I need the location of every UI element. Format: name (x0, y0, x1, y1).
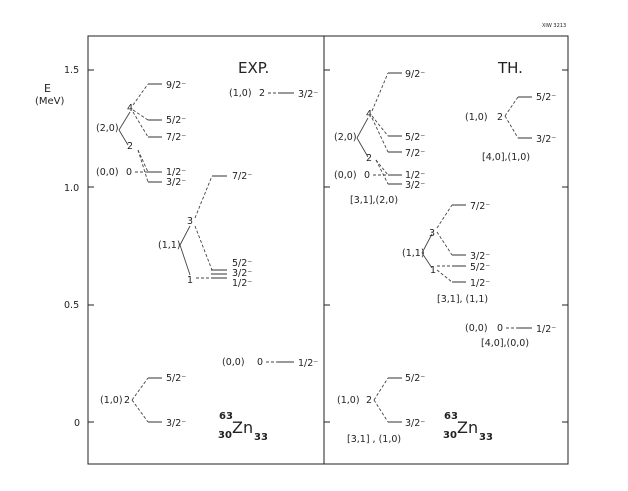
exp-band-2-0: (2,0) 4 2 9/2⁻ 5/2⁻ 7/2⁻ (96, 80, 186, 152)
y-tick-label: 0 (74, 418, 80, 429)
exp-band-0-0: (0,0) 0 1/2⁻ 3/2⁻ (96, 149, 186, 188)
svg-text:(1,1): (1,1) (402, 248, 425, 259)
svg-text:(1,0): (1,0) (465, 112, 488, 123)
svg-text:5/2⁻: 5/2⁻ (405, 373, 425, 384)
th-panel-title: TH. (497, 59, 523, 77)
svg-text:4: 4 (127, 103, 133, 114)
svg-text:3/2⁻: 3/2⁻ (405, 180, 425, 191)
svg-text:3/2⁻: 3/2⁻ (298, 89, 318, 100)
svg-text:(1,0): (1,0) (100, 395, 123, 406)
y-tick-label: 1.0 (64, 183, 79, 194)
corner-code: XIW 3213 (542, 23, 566, 29)
th-band-2-0: (2,0) 4 2 9/2⁻ 5/2⁻ 7/2⁻ (334, 69, 425, 164)
th-group-label: [4,0],(0,0) (481, 338, 529, 349)
th-group-label: [3,1],(2,0) (350, 195, 398, 206)
svg-text:30: 30 (218, 430, 232, 441)
exp-band-1-1: (1,1) 3 1 7/2⁻ 5/2⁻ 3/2⁻ 1/2⁻ (158, 171, 252, 289)
svg-text:(0,0): (0,0) (222, 357, 245, 368)
svg-text:(2,0): (2,0) (96, 123, 119, 134)
svg-text:1/2⁻: 1/2⁻ (298, 358, 318, 369)
svg-text:(1,0): (1,0) (337, 395, 360, 406)
th-band-0-0-low: (0,0) 0 1/2⁻ (465, 323, 556, 335)
svg-text:5/2⁻: 5/2⁻ (470, 262, 490, 273)
svg-text:0: 0 (497, 323, 503, 334)
svg-text:3/2⁻: 3/2⁻ (232, 268, 252, 279)
svg-text:30: 30 (443, 430, 457, 441)
svg-text:0: 0 (364, 170, 370, 181)
svg-text:1/2⁻: 1/2⁻ (405, 170, 425, 181)
svg-text:Zn: Zn (232, 418, 253, 437)
plot-frame (87, 35, 569, 465)
svg-text:1/2⁻: 1/2⁻ (470, 278, 490, 289)
svg-text:2: 2 (497, 112, 503, 123)
th-band-1-1: (1,1) 3 1 7/2⁻ 3/2⁻ 5/2⁻ 1/2⁻ (402, 201, 490, 289)
svg-text:1: 1 (187, 275, 193, 286)
svg-text:(1,0): (1,0) (229, 88, 252, 99)
th-group-label: [4,0],(1,0) (482, 152, 530, 163)
svg-text:3/2⁻: 3/2⁻ (405, 418, 425, 429)
th-nucleus-label: 63 30 Zn 33 (443, 411, 493, 443)
svg-text:2: 2 (366, 395, 372, 406)
svg-text:3/2⁻: 3/2⁻ (470, 251, 490, 262)
svg-text:33: 33 (254, 432, 268, 443)
svg-text:9/2⁻: 9/2⁻ (405, 69, 425, 80)
svg-text:1/2⁻: 1/2⁻ (536, 324, 556, 335)
svg-text:5/2⁻: 5/2⁻ (166, 115, 186, 126)
y-axis-unit: (MeV) (35, 96, 65, 107)
y-tick-label: 0.5 (64, 300, 79, 311)
svg-text:3/2⁻: 3/2⁻ (536, 134, 556, 145)
svg-text:(0,0): (0,0) (465, 323, 488, 334)
th-group-label: [3,1] , (1,0) (347, 434, 401, 445)
svg-text:(2,0): (2,0) (334, 132, 357, 143)
svg-text:5/2⁻: 5/2⁻ (405, 132, 425, 143)
svg-text:1: 1 (430, 265, 436, 276)
exp-band-1-0-low: (1,0) 2 5/2⁻ 3/2⁻ (100, 373, 186, 429)
svg-text:2: 2 (124, 395, 130, 406)
th-group-label: [3,1], (1,1) (437, 294, 488, 305)
exp-band-0-0-low: (0,0) 0 1/2⁻ (222, 357, 318, 369)
svg-text:2: 2 (127, 141, 133, 152)
svg-text:(0,0): (0,0) (96, 167, 119, 178)
svg-text:3/2⁻: 3/2⁻ (166, 418, 186, 429)
svg-text:2: 2 (259, 88, 265, 99)
svg-text:63: 63 (444, 411, 458, 422)
svg-text:5/2⁻: 5/2⁻ (536, 92, 556, 103)
y-axis-ticks (88, 69, 568, 423)
svg-text:33: 33 (479, 432, 493, 443)
th-band-1-0-high: (1,0) 2 5/2⁻ 3/2⁻ (465, 92, 556, 145)
th-band-0-0: (0,0) 0 1/2⁻ 3/2⁻ (334, 159, 425, 191)
svg-text:0: 0 (257, 357, 263, 368)
svg-text:9/2⁻: 9/2⁻ (166, 80, 186, 91)
svg-text:1/2⁻: 1/2⁻ (166, 167, 186, 178)
svg-text:7/2⁻: 7/2⁻ (166, 132, 186, 143)
svg-text:3/2⁻: 3/2⁻ (166, 177, 186, 188)
exp-band-1-0-high: (1,0) 2 3/2⁻ (229, 88, 318, 100)
y-tick-label: 1.5 (64, 65, 79, 76)
svg-text:Zn: Zn (457, 418, 478, 437)
svg-text:3: 3 (429, 228, 435, 239)
svg-text:1/2⁻: 1/2⁻ (232, 278, 252, 289)
svg-text:4: 4 (366, 109, 372, 120)
svg-text:2: 2 (366, 153, 372, 164)
svg-text:(1,1): (1,1) (158, 240, 181, 251)
svg-text:7/2⁻: 7/2⁻ (232, 171, 252, 182)
svg-text:63: 63 (219, 411, 233, 422)
svg-text:7/2⁻: 7/2⁻ (405, 148, 425, 159)
svg-text:5/2⁻: 5/2⁻ (166, 373, 186, 384)
th-band-1-0-low: (1,0) 2 5/2⁻ 3/2⁻ (337, 373, 425, 429)
exp-panel-title: EXP. (238, 59, 269, 77)
svg-text:(0,0): (0,0) (334, 170, 357, 181)
exp-nucleus-label: 63 30 Zn 33 (218, 411, 268, 443)
y-axis-title: E (44, 82, 51, 95)
svg-text:0: 0 (126, 167, 132, 178)
svg-text:7/2⁻: 7/2⁻ (470, 201, 490, 212)
svg-text:5/2⁻: 5/2⁻ (232, 258, 252, 269)
svg-text:3: 3 (187, 216, 193, 227)
